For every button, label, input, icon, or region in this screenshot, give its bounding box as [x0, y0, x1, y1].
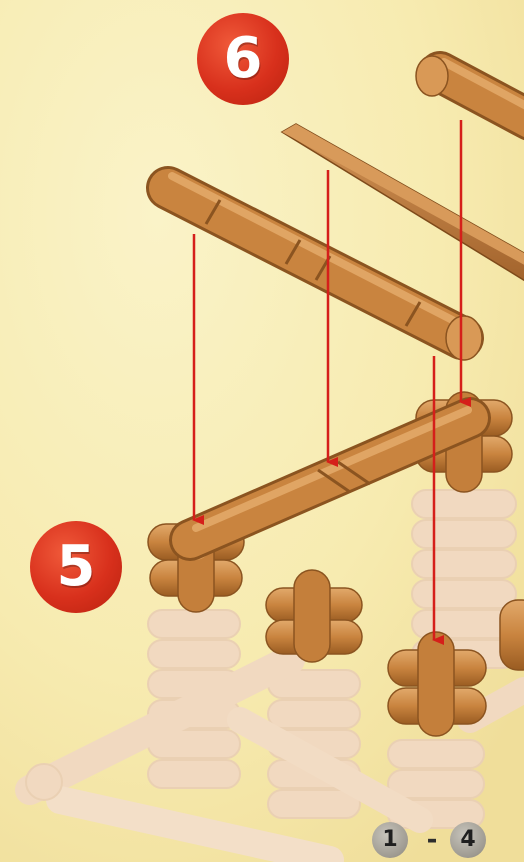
- page-ref-start-disc: 1: [372, 822, 408, 858]
- page-ref-end-disc: 4: [450, 822, 486, 858]
- step-number-badge-previous: 5: [30, 521, 122, 613]
- step-number-badge-current: 6: [197, 13, 289, 105]
- page-reference: 1 - 4: [372, 820, 502, 860]
- page-ref-separator: -: [422, 822, 442, 858]
- post-edge-right: [500, 600, 524, 670]
- ghost-log-end: [26, 764, 62, 800]
